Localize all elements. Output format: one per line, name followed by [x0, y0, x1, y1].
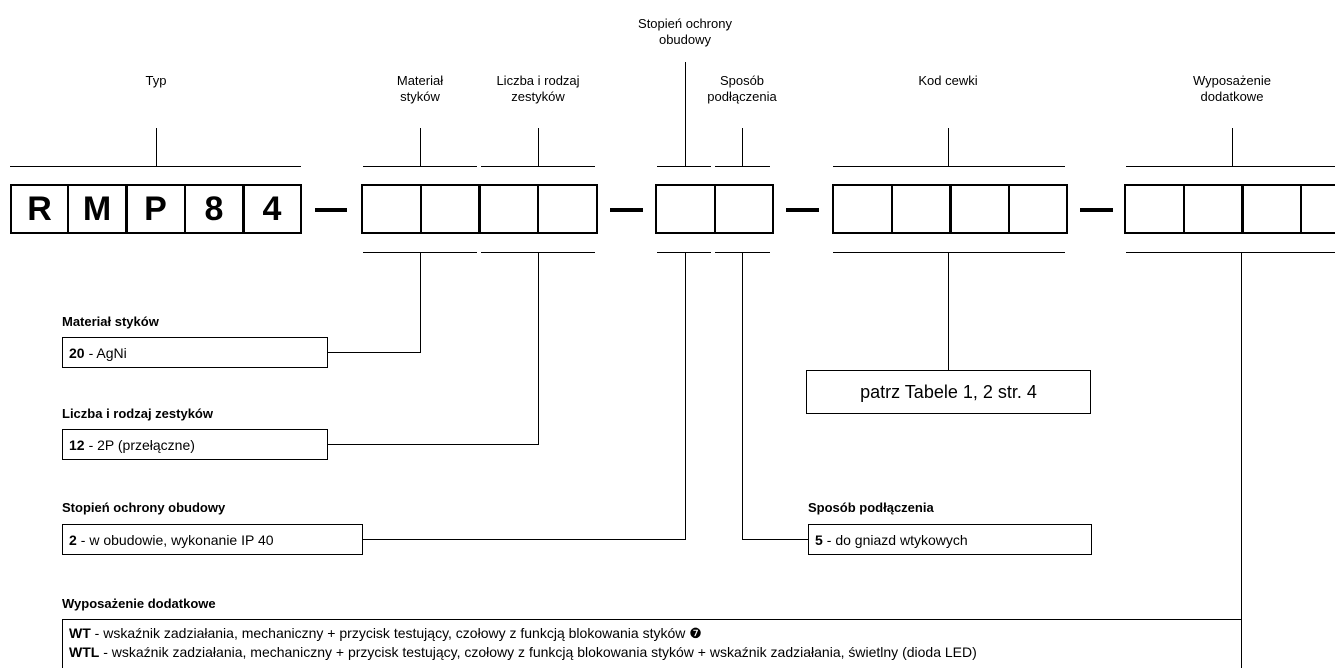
sposob-option-desc: - do gniazd wtykowych — [826, 531, 968, 548]
sposob-option-box: 5 - do gniazd wtykowych — [808, 524, 1092, 555]
material-top-bracket — [363, 166, 477, 167]
wyposazenie-option-wt-code: WT — [69, 625, 91, 641]
wyposazenie-option-wtl: WTL - wskaźnik zadziałania, mechaniczny … — [69, 643, 1235, 662]
liczba-top-tick — [538, 128, 539, 166]
kod-box-2 — [890, 184, 952, 234]
kod-note-box: patrz Tabele 1, 2 str. 4 — [806, 370, 1091, 414]
liczba-option-desc: - 2P (przełączne) — [88, 436, 195, 453]
liczba-connector-h — [327, 444, 539, 445]
typ-top-tick — [156, 128, 157, 166]
wyposazenie-top-tick — [1232, 128, 1233, 166]
wyposazenie-option-wtl-code: WTL — [69, 644, 100, 660]
dash-2 — [610, 208, 643, 212]
header-liczba-line2: zestyków — [511, 89, 565, 104]
stopien-box — [655, 184, 716, 234]
type-box-5: 4 — [242, 184, 302, 234]
header-stopien-line1: Stopień ochrony — [638, 16, 732, 31]
material-option-code: 20 — [69, 344, 85, 361]
stopien-option-desc: - w obudowie, wykonanie IP 40 — [80, 531, 274, 548]
sposob-top-tick — [742, 128, 743, 166]
liczba-section-title: Liczba i rodzaj zestyków — [62, 406, 213, 421]
dash-3 — [786, 208, 819, 212]
liczba-box-1 — [478, 184, 539, 234]
liczba-option-code: 12 — [69, 436, 85, 453]
material-option-box: 20 - AgNi — [62, 337, 328, 368]
stopien-bottom-bracket — [657, 252, 711, 253]
header-material-line1: Materiał — [396, 73, 444, 88]
kod-box-1 — [832, 184, 893, 234]
sposob-connector-v — [742, 252, 743, 539]
kod-top-tick — [948, 128, 949, 166]
kod-connector-v — [948, 252, 949, 370]
material-option-desc: - AgNi — [88, 344, 127, 361]
material-connector-h — [327, 352, 421, 353]
sposob-top-bracket — [715, 166, 770, 167]
dash-1 — [315, 208, 347, 212]
wyposazenie-box-1 — [1124, 184, 1185, 234]
kod-bottom-bracket — [833, 252, 1065, 253]
header-wyposazenie-line1: Wyposażenie — [1193, 73, 1271, 88]
wyposazenie-option-box: WT - wskaźnik zadziałania, mechaniczny +… — [62, 619, 1242, 668]
wyposazenie-box-4 — [1299, 184, 1335, 234]
header-liczba: Liczba i rodzaj zestyków — [496, 73, 579, 105]
header-sposob-line1: Sposób — [719, 73, 765, 88]
sposob-box — [713, 184, 774, 234]
sposob-option-code: 5 — [815, 531, 823, 548]
material-connector-v — [420, 252, 421, 352]
wyposazenie-top-bracket — [1126, 166, 1335, 167]
wyposazenie-box-3 — [1241, 184, 1302, 234]
type-box-2: M — [66, 184, 128, 234]
stopien-option-code: 2 — [69, 531, 77, 548]
wyposazenie-option-wt: WT - wskaźnik zadziałania, mechaniczny +… — [69, 624, 1235, 643]
header-sposob: Sposób podłączenia — [707, 73, 776, 105]
material-box-1 — [361, 184, 422, 234]
type-box-3: P — [125, 184, 186, 234]
header-sposob-line2: podłączenia — [707, 89, 777, 104]
wyposazenie-box-2 — [1182, 184, 1244, 234]
liczba-top-bracket — [481, 166, 595, 167]
header-material: Materiał styków — [397, 73, 443, 105]
header-kod: Kod cewki — [918, 73, 978, 88]
type-box-4: 8 — [183, 184, 245, 234]
sposob-section-title: Sposób podłączenia — [808, 500, 934, 515]
stopien-top-bracket — [657, 166, 711, 167]
wyposazenie-section-title: Wyposażenie dodatkowe — [62, 596, 216, 611]
stopien-option-box: 2 - w obudowie, wykonanie IP 40 — [62, 524, 363, 555]
stopien-top-tick — [685, 62, 686, 166]
wyposazenie-connector-v — [1241, 252, 1242, 619]
material-box-2 — [419, 184, 481, 234]
stopien-section-title: Stopień ochrony obudowy — [62, 500, 226, 515]
material-section-title: Materiał styków — [62, 314, 159, 329]
material-top-tick — [420, 128, 421, 166]
wyposazenie-option-wt-desc: - wskaźnik zadziałania, mechaniczny + pr… — [90, 625, 702, 641]
sposob-connector-h — [742, 539, 809, 540]
stopien-connector-v — [685, 252, 686, 539]
liczba-connector-v — [538, 252, 539, 444]
header-wyposazenie: Wyposażenie dodatkowe — [1193, 73, 1271, 105]
type-box-1: R — [10, 184, 69, 234]
header-typ: Typ — [145, 73, 167, 88]
header-stopien: Stopień ochrony obudowy — [638, 16, 732, 48]
stopien-connector-h — [362, 539, 686, 540]
liczba-box-2 — [536, 184, 598, 234]
header-liczba-line1: Liczba i rodzaj — [496, 73, 580, 88]
kod-box-3 — [949, 184, 1010, 234]
kod-top-bracket — [833, 166, 1065, 167]
wyposazenie-bottom-bracket — [1126, 252, 1335, 253]
typ-top-bracket — [10, 166, 301, 167]
header-stopien-line2: obudowy — [658, 32, 712, 47]
header-wyposazenie-line2: dodatkowe — [1200, 89, 1264, 104]
dash-4 — [1080, 208, 1113, 212]
liczba-option-box: 12 - 2P (przełączne) — [62, 429, 328, 460]
header-material-line2: styków — [400, 89, 440, 104]
wyposazenie-option-wtl-desc: - wskaźnik zadziałania, mechaniczny + pr… — [99, 644, 977, 660]
kod-box-4 — [1007, 184, 1068, 234]
